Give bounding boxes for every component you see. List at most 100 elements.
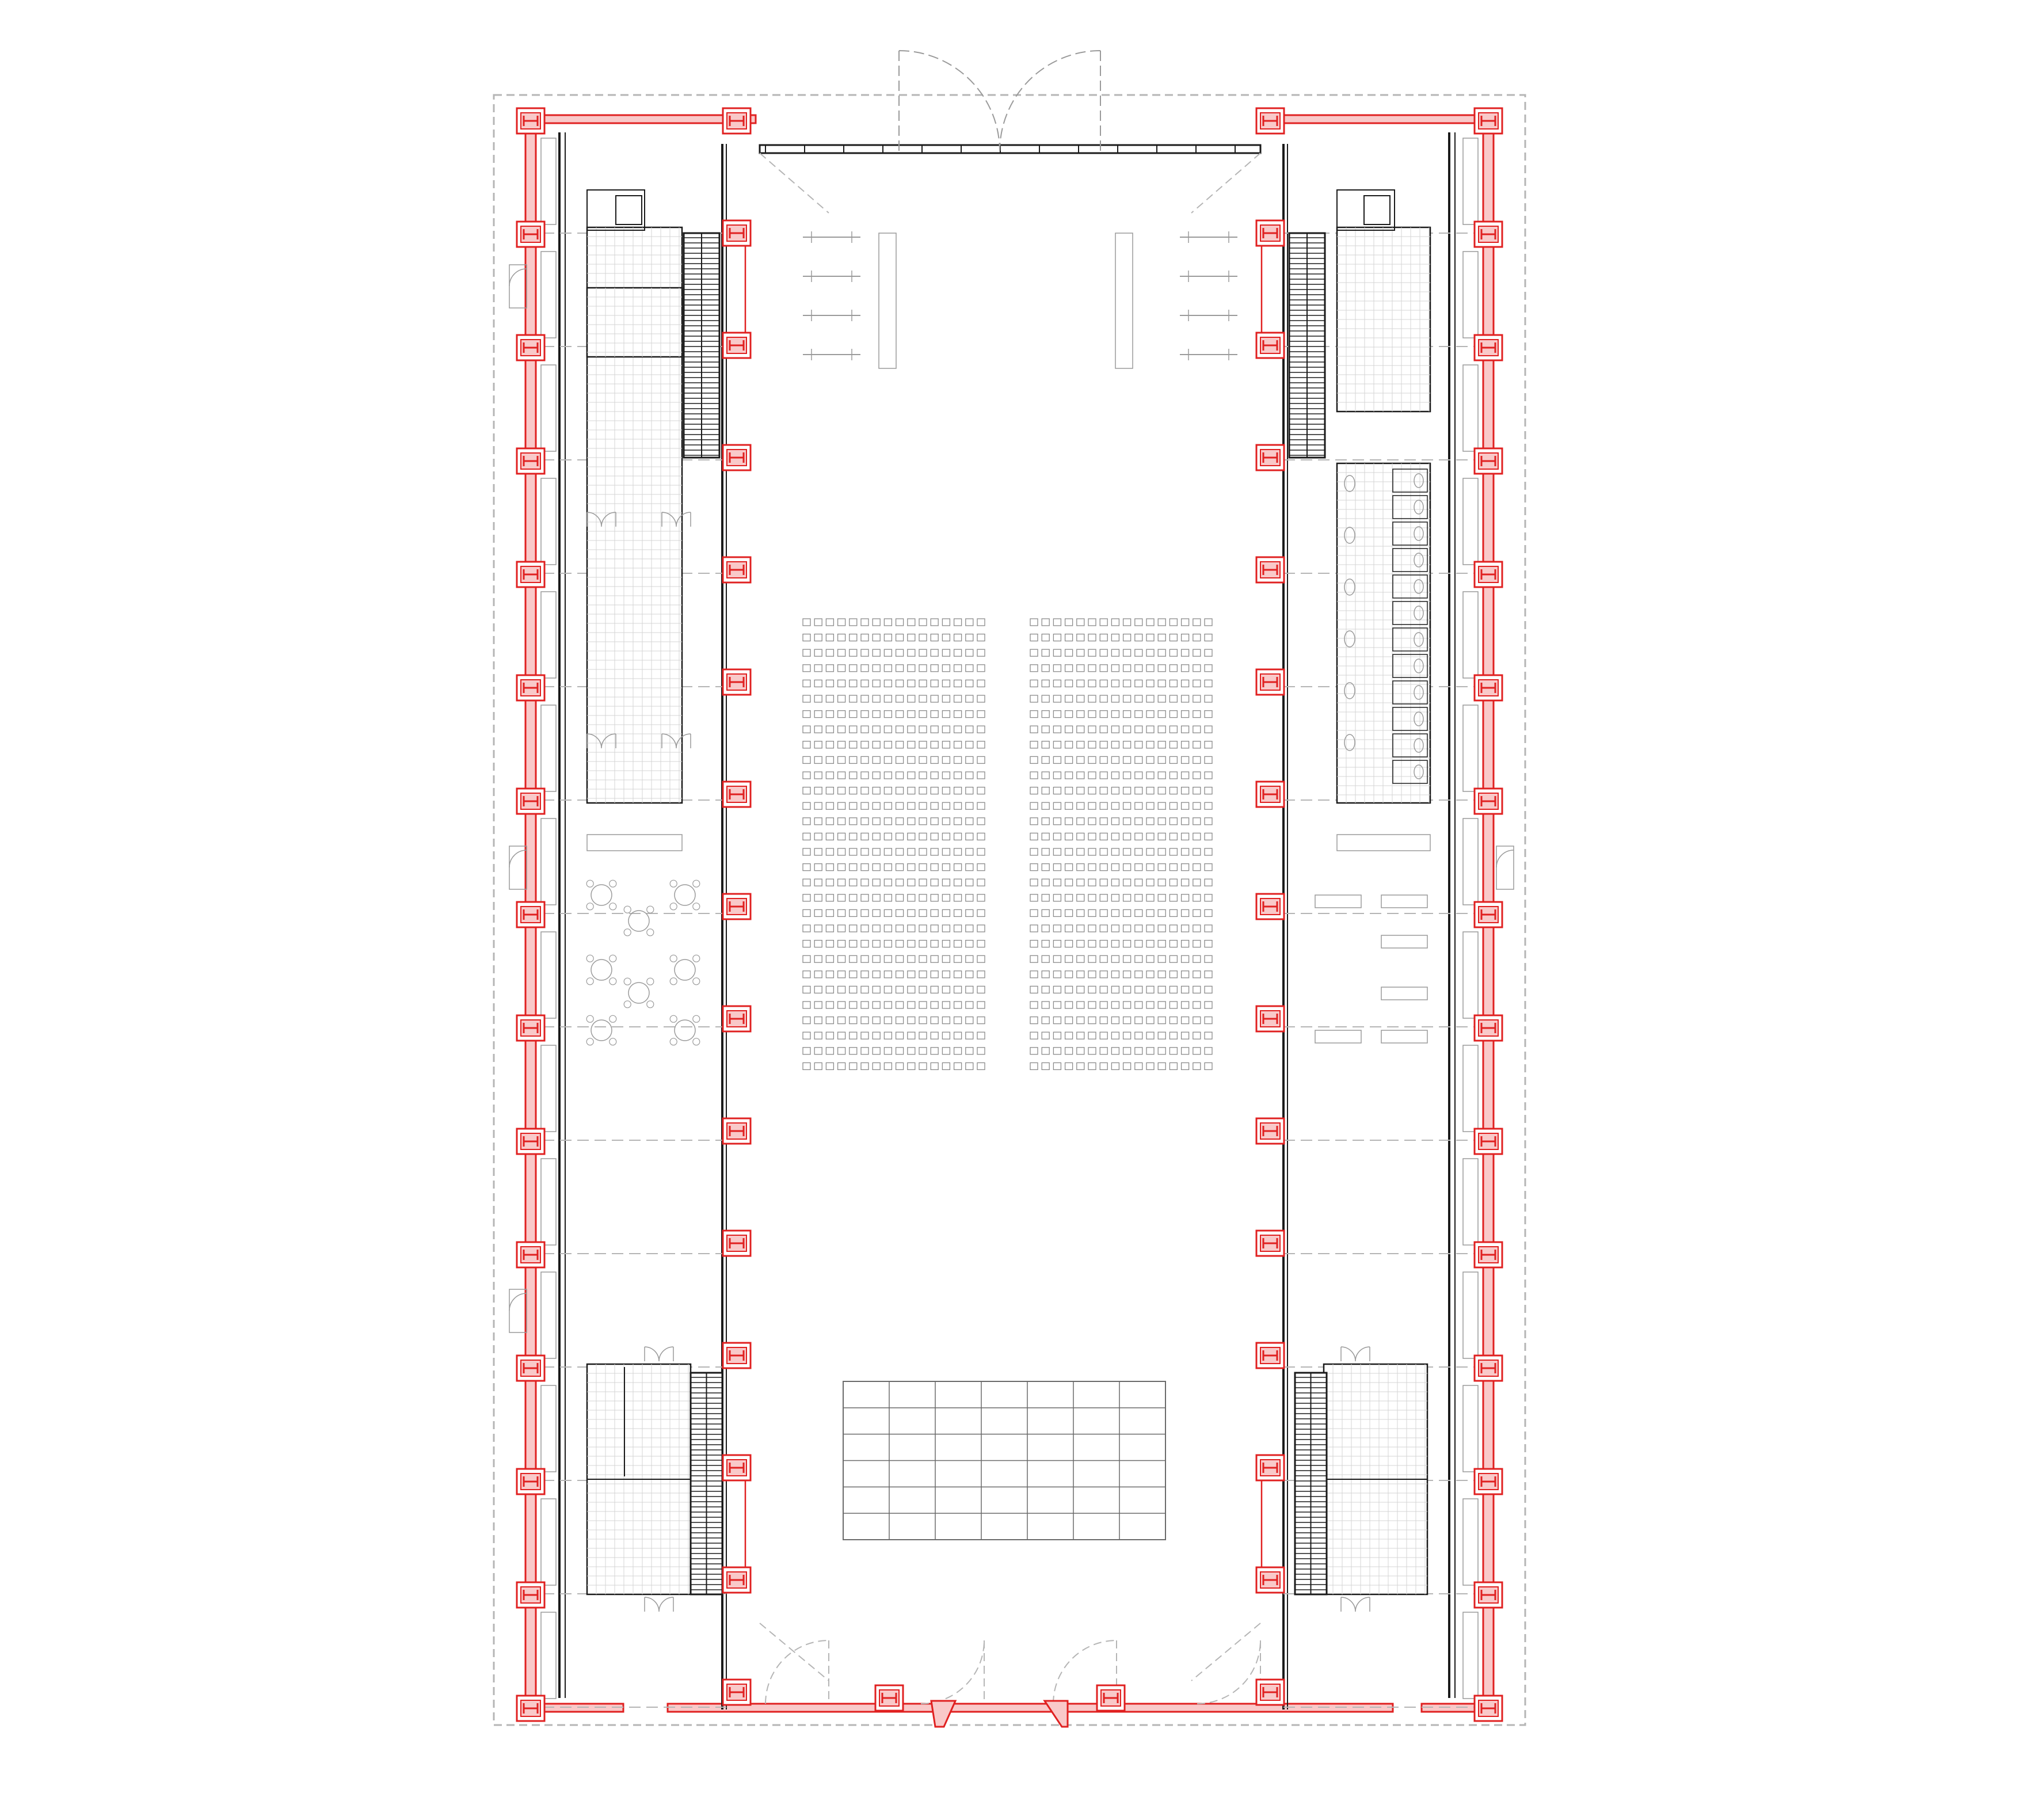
seat	[953, 695, 962, 703]
seat	[1157, 725, 1166, 733]
seat	[1030, 832, 1038, 841]
seat	[872, 741, 881, 749]
seat	[1099, 817, 1108, 825]
seat	[1030, 817, 1038, 825]
seat	[1193, 725, 1201, 733]
seat	[825, 939, 835, 948]
seat	[907, 817, 916, 825]
wc-cubicle-icon	[1392, 760, 1428, 784]
seat	[953, 618, 962, 626]
left-window-strip	[540, 931, 557, 1019]
seat	[907, 955, 916, 963]
seat	[965, 909, 974, 917]
seat	[1169, 924, 1178, 932]
seat	[919, 1016, 927, 1025]
column-icon	[722, 668, 752, 696]
seat	[1122, 985, 1132, 994]
seat	[1064, 985, 1073, 994]
column-icon	[874, 1684, 904, 1712]
seat	[1193, 863, 1201, 871]
seat	[1041, 649, 1050, 657]
desk	[1381, 1030, 1428, 1044]
seat	[953, 802, 962, 810]
seat	[1122, 970, 1132, 978]
seat	[907, 649, 916, 657]
seat	[1146, 955, 1155, 963]
seat	[930, 649, 939, 657]
seat	[1053, 771, 1062, 779]
seat	[895, 679, 904, 688]
seat	[814, 618, 822, 626]
seat	[1030, 909, 1038, 917]
seat	[1122, 664, 1132, 672]
seat	[860, 985, 869, 994]
seat	[953, 1062, 962, 1071]
seat	[1134, 832, 1143, 841]
chair	[646, 928, 654, 936]
seat	[860, 756, 869, 764]
seat	[837, 771, 846, 779]
seat	[1204, 664, 1213, 672]
seat	[1204, 649, 1213, 657]
seat	[1169, 633, 1178, 642]
seat	[802, 878, 811, 886]
seat	[1064, 894, 1073, 902]
seat	[849, 695, 858, 703]
wc-cubicle-icon	[1392, 654, 1428, 678]
seat	[1053, 909, 1062, 917]
seat	[1146, 878, 1155, 886]
column-icon	[1255, 780, 1285, 808]
right-window-strip	[1462, 931, 1479, 1019]
seat	[814, 863, 822, 871]
seat	[953, 848, 962, 856]
seat	[825, 1047, 835, 1055]
seat	[802, 679, 811, 688]
right-window-strip	[1462, 138, 1479, 225]
seat	[825, 878, 835, 886]
seat	[1076, 848, 1085, 856]
column-icon	[722, 1566, 752, 1594]
seat	[883, 771, 893, 779]
seat	[849, 633, 858, 642]
seat	[1157, 633, 1166, 642]
seat	[977, 1047, 985, 1055]
seat	[1099, 924, 1108, 932]
seat	[1122, 817, 1132, 825]
seat	[814, 1062, 822, 1071]
seat	[1088, 1001, 1096, 1009]
desk	[1381, 987, 1428, 1000]
column-icon	[722, 107, 752, 135]
seat	[802, 710, 811, 718]
seat	[1099, 664, 1108, 672]
seat	[872, 924, 881, 932]
seat	[965, 924, 974, 932]
column-icon	[1473, 1468, 1503, 1495]
seat	[977, 649, 985, 657]
seat	[907, 909, 916, 917]
right-window-strip	[1462, 1271, 1479, 1359]
seat	[883, 1016, 893, 1025]
seat	[1076, 679, 1085, 688]
seat	[965, 894, 974, 902]
basin	[1344, 630, 1355, 648]
seat	[942, 1047, 951, 1055]
seat	[1030, 633, 1038, 642]
seat	[1030, 725, 1038, 733]
seat	[1111, 909, 1120, 917]
seat	[1053, 618, 1062, 626]
seat	[837, 679, 846, 688]
seat	[1064, 970, 1073, 978]
seat	[965, 649, 974, 657]
seat	[1157, 1016, 1166, 1025]
seat	[1111, 894, 1120, 902]
seat	[895, 1031, 904, 1040]
seat	[1030, 786, 1038, 795]
seat	[1169, 664, 1178, 672]
seat	[895, 863, 904, 871]
seat	[1122, 802, 1132, 810]
seat	[837, 878, 846, 886]
hall-diagonal	[759, 153, 829, 214]
seat	[1180, 756, 1190, 764]
seat	[1193, 618, 1201, 626]
seat	[919, 618, 927, 626]
